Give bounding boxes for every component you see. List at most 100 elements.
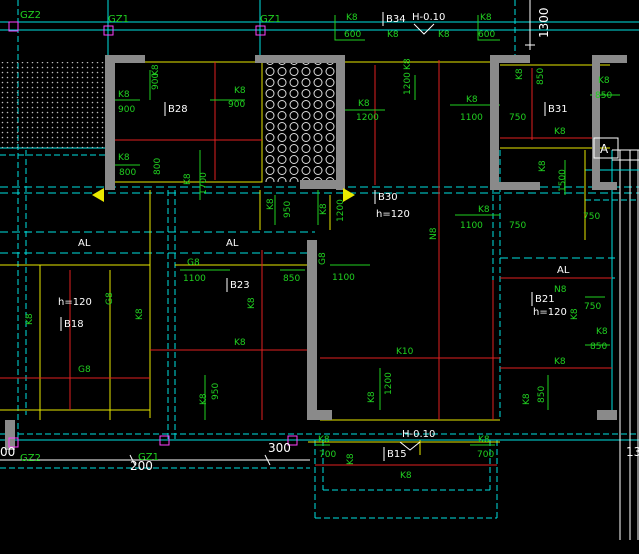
- rebar-label: K8: [183, 173, 193, 185]
- rebar-brackets: [115, 15, 620, 446]
- rebar-label: 750: [584, 302, 601, 312]
- rebar-label: K8: [478, 435, 490, 445]
- rebar-label: K10: [396, 347, 414, 357]
- rebar-label: K8: [387, 30, 399, 40]
- column-label: GZ1: [108, 14, 129, 25]
- elevation-marker-bottom: [399, 441, 421, 451]
- rebar-label: 1200: [384, 372, 394, 395]
- rebar-label: K8: [247, 297, 257, 309]
- rebar-label: 1200: [336, 199, 346, 222]
- rebar-label: K8: [554, 127, 566, 137]
- rebar-label: 1100: [332, 273, 355, 283]
- rebar-label: 900: [228, 100, 245, 110]
- rebar-label: K8: [199, 393, 209, 405]
- column-label: GZ2: [20, 10, 41, 21]
- beam-outlines: [0, 61, 610, 455]
- thickness-label-b18: h=120: [58, 297, 92, 308]
- rebar-label: K8: [400, 471, 412, 481]
- rebar-label: 1200: [356, 113, 379, 123]
- elevation-label-bottom: H-0.10: [402, 429, 435, 440]
- rebar-label: 950: [283, 201, 293, 218]
- rebar-label: K8: [598, 76, 610, 86]
- rebar-label: 750: [509, 221, 526, 231]
- slab-label: B28: [168, 104, 188, 115]
- rebar-label: 750: [509, 113, 526, 123]
- rebar-label: K8: [554, 357, 566, 367]
- rebar-label: K8: [522, 393, 532, 405]
- rebar-label: K8: [570, 308, 580, 320]
- rebar-label: 1700: [199, 172, 209, 195]
- rebar-label: 600: [344, 30, 361, 40]
- section-marker-box: [593, 137, 619, 159]
- rebar-label: 950: [211, 383, 221, 400]
- walls: [5, 55, 627, 450]
- dimension-label: 00: [0, 445, 15, 459]
- rebar-labels: K8 600 K8 K8 600 K8 K8 900 900 K8 900 K8…: [25, 13, 612, 481]
- rebar-label: 850: [590, 342, 607, 352]
- dimension-lines: [0, 10, 535, 466]
- rebar-label: N8: [554, 285, 567, 295]
- rebar-label: K8: [135, 308, 145, 320]
- rebar-label: G8: [318, 252, 328, 265]
- column-label: GZ1: [138, 452, 159, 463]
- rebar-label: K8: [438, 30, 450, 40]
- rebar-label: K8: [515, 68, 525, 80]
- rebar-label: 700: [319, 450, 336, 460]
- shaft-hatch-region: [263, 62, 335, 182]
- rebar-label: K8: [266, 198, 276, 210]
- rebar-label: N8: [429, 227, 439, 240]
- rebar-label: 850: [536, 68, 546, 85]
- rebar-label: G8: [105, 292, 115, 305]
- slab-label: B30: [378, 192, 398, 203]
- thickness-label-b30: h=120: [376, 209, 410, 220]
- slab-tick-marks: [60, 12, 546, 461]
- rebar-label: 1100: [460, 221, 483, 231]
- rebar-label: K8: [403, 58, 413, 70]
- rebar-label: G8: [187, 258, 200, 268]
- rebar-label: 750: [583, 212, 600, 222]
- al-label: AL: [78, 238, 91, 249]
- rebar-label: K8: [596, 327, 608, 337]
- rebar-label: 900: [151, 73, 161, 90]
- rebar-label: K8: [234, 338, 246, 348]
- elevation-marker-top: [413, 23, 435, 35]
- stair-hatch-region: [0, 62, 106, 148]
- slab-label: B21: [535, 294, 555, 305]
- rebar-label: K8: [358, 99, 370, 109]
- rebar-label: 600: [478, 30, 495, 40]
- rebar-label: K8: [234, 86, 246, 96]
- column-label: GZ1: [260, 14, 281, 25]
- rebar-label: K8: [118, 90, 130, 100]
- column-markers: [8, 21, 298, 448]
- al-label: AL: [226, 238, 239, 249]
- dimension-label: 300: [268, 441, 291, 455]
- rebar-label: K8: [346, 453, 356, 465]
- rebar-label: 1100: [460, 113, 483, 123]
- rebar-label: K8: [367, 391, 377, 403]
- column-labels: GZ2 GZ1 GZ1 GZ2 GZ1: [20, 10, 281, 464]
- dimension-label: 1300: [537, 7, 551, 38]
- slab-label: B34: [386, 14, 406, 25]
- rebar-label: 1200: [403, 72, 413, 95]
- rebar-label: G8: [78, 365, 91, 375]
- rebar-label: K8: [118, 153, 130, 163]
- slab-label: B31: [548, 104, 568, 115]
- rebar-label: 1100: [183, 274, 206, 284]
- rebar-label: K8: [318, 435, 330, 445]
- rebar-label: 800: [119, 168, 136, 178]
- rebar-label: K8: [319, 203, 329, 215]
- al-label: AL: [557, 265, 570, 276]
- rebar-label: 850: [537, 386, 547, 403]
- elevation-label-top: H-0.10: [412, 12, 445, 23]
- rebar-label: 900: [118, 105, 135, 115]
- annotations: H-0.10 H-0.10 h=120 h=120 h=120 AL AL AL…: [0, 7, 639, 473]
- rebar-label: 850: [595, 91, 612, 101]
- slab-label: B18: [64, 319, 84, 330]
- thickness-label-b21: h=120: [533, 307, 567, 318]
- rebar-label: K8: [538, 160, 548, 172]
- dimension-label: 200: [130, 459, 153, 473]
- rebar-label: 700: [477, 450, 494, 460]
- column-label: GZ2: [20, 453, 41, 464]
